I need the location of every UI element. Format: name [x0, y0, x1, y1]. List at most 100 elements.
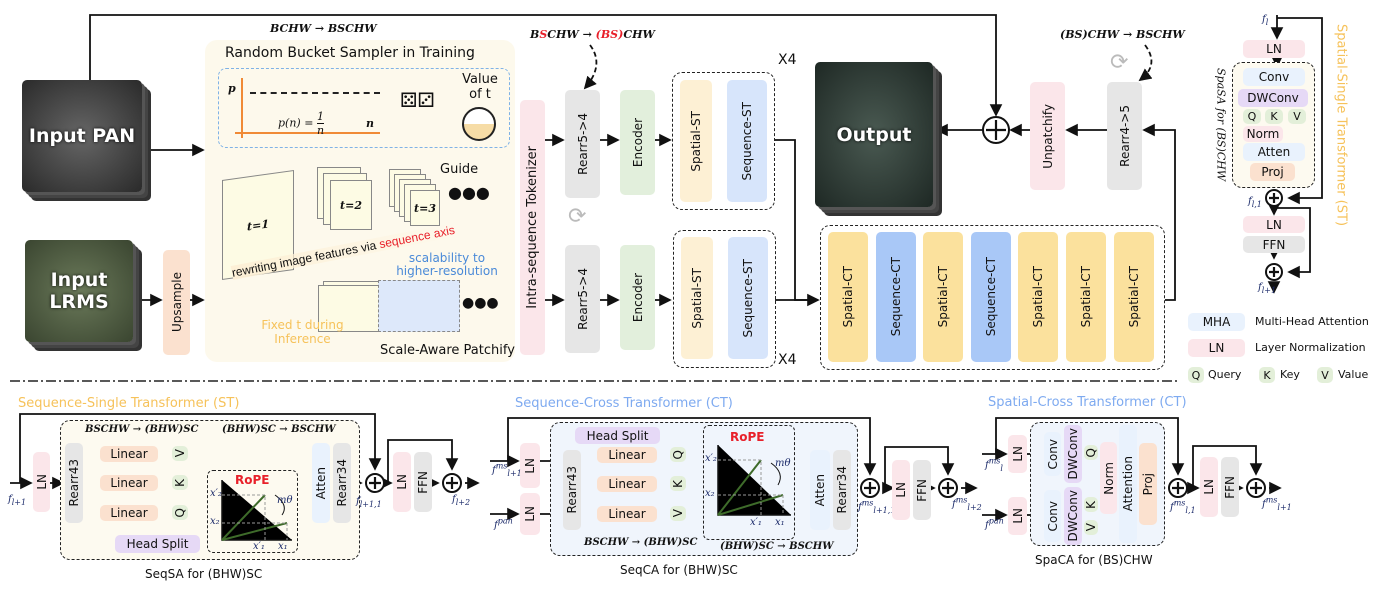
- spa-ct-ln-1: LN: [1008, 435, 1027, 473]
- st-dwconv: DWConv: [1238, 89, 1308, 107]
- seq-st-ln-1: LN: [33, 452, 50, 512]
- spa-ct-ffn: FFN: [1221, 457, 1239, 517]
- st-atten: Atten: [1243, 143, 1305, 161]
- st-group-top: [672, 72, 775, 210]
- x1: x₁: [278, 541, 288, 552]
- rope-vector-plot: [221, 480, 292, 541]
- inference-patches: [318, 285, 380, 332]
- spa-ct-f-pan: fpan: [985, 516, 1004, 531]
- seq-ct-linear-k: Linear: [597, 476, 657, 492]
- seq-ct-linear-q: Linear: [597, 447, 657, 463]
- guide-label: Guide: [440, 162, 479, 177]
- legend-k-label: Key: [1280, 368, 1300, 381]
- legend-mha-key: MHA: [1188, 313, 1245, 331]
- x2: x₂: [210, 516, 220, 527]
- seq-ct-ln-2: LN: [520, 493, 540, 535]
- output-label: Output: [836, 123, 912, 146]
- st-v: V: [1288, 109, 1306, 124]
- x2p: x′₂: [210, 488, 222, 499]
- seq-ct-rope-box: [703, 425, 795, 540]
- rearr54-top: Rearr5->4: [565, 90, 600, 198]
- legend-q-key: Q: [1188, 367, 1204, 383]
- seq-ct-v: V: [670, 506, 686, 521]
- ct-block-1: Spatial-CT: [828, 232, 868, 362]
- seq-ct-shape-a: BSCHW → (BHW)SC: [584, 537, 698, 548]
- input-lrms-label: Input LRMS: [49, 269, 109, 313]
- seq-ct-shape-b: (BHW)SC → BSCHW: [720, 541, 834, 552]
- cycle-icon-2: ⟳: [1110, 50, 1129, 75]
- st-f-out: fl+1: [1258, 282, 1277, 295]
- timer-icon: [462, 107, 496, 141]
- mtheta-2: mθ: [775, 458, 791, 469]
- ct-block-5: Spatial-CT: [1018, 232, 1058, 362]
- dice-icon: ⚄⚂: [400, 88, 435, 112]
- rearr-shape-label: BSCHW → (BS)CHW: [530, 28, 655, 41]
- seq-st-rope-box: [207, 470, 298, 553]
- spa-ct-f-out: fmsl+1: [1262, 495, 1292, 512]
- p-axis: [241, 78, 243, 138]
- mtheta: mθ: [277, 495, 293, 506]
- spa-ct-title: Spatial-Cross Transformer (CT): [988, 395, 1187, 410]
- ct-block-3: Spatial-CT: [923, 232, 963, 362]
- st-norm: Norm: [1243, 126, 1283, 142]
- seq-st-f-in: fl+1: [8, 494, 27, 507]
- seq-ct-f-pan: fpan: [494, 516, 513, 531]
- repeat-x4-bottom: X4: [778, 352, 797, 368]
- seq-ct-atten: Atten: [810, 450, 830, 530]
- spatial-st-bottom: Spatial-ST: [681, 237, 713, 359]
- sampler-title: Random Bucket Sampler in Training: [225, 45, 475, 61]
- repeat-x4-top: X4: [778, 52, 797, 68]
- sampler-box: [218, 68, 510, 148]
- seq-ct-f-out: fmsl+2: [952, 495, 982, 512]
- spa-ct-ln-3: LN: [1200, 457, 1218, 517]
- p-label: p: [228, 82, 236, 95]
- intra-sequence-tokenizer: Intra-sequence Tokenizer: [520, 100, 545, 355]
- patch-t3: t=3: [410, 190, 440, 226]
- seq-st-atten: Atten: [312, 443, 330, 523]
- seq-st-v: V: [172, 446, 188, 461]
- legend-ln-label: Layer Normalization: [1255, 341, 1366, 354]
- st-f-in: fl: [1262, 14, 1269, 27]
- spa-ct-ln-2: LN: [1008, 497, 1027, 535]
- seq-st-linear-v: Linear: [100, 446, 158, 462]
- seq-st-linear-q: Linear: [100, 505, 158, 521]
- seq-ct-rope-label: RoPE: [730, 430, 765, 444]
- scalability-label: scalability to higher-resolution: [396, 251, 498, 278]
- seq-ct-ln-1: LN: [520, 443, 540, 488]
- rearr45-block: Rearr4->5: [1107, 82, 1142, 190]
- seq-st-shape-b: (BHW)SC → BSCHW: [222, 424, 336, 435]
- spaca-caption: SpaCA for (BS)CHW: [1035, 553, 1153, 567]
- seq-st-ffn: FFN: [414, 452, 432, 512]
- unpatchify-block: Unpatchify: [1030, 82, 1065, 190]
- n-axis: [235, 132, 380, 134]
- spasa-side-label: SpaSA for (BS)CHW: [1214, 68, 1228, 182]
- x2-2: x₂: [705, 488, 715, 499]
- legend-q-label: Query: [1208, 368, 1242, 381]
- seq-ct-linear-v: Linear: [597, 506, 657, 522]
- legend-v-key: V: [1317, 367, 1333, 383]
- seq-ct-rearr34: Rearr34: [833, 450, 851, 530]
- seq-ct-q: Q: [670, 447, 686, 462]
- encoder-top: Encoder: [620, 90, 655, 195]
- spa-ct-f-mid: fmsl,1: [1170, 498, 1196, 515]
- output-image: Output: [815, 62, 933, 207]
- spa-ct-q: Q: [1084, 445, 1098, 460]
- seqsa-caption: SeqSA for (BHW)SC: [145, 567, 263, 581]
- seq-ct-ln-3: LN: [892, 460, 910, 520]
- rearr54-bottom: Rearr5->4: [565, 245, 600, 353]
- cycle-icon: ⟳: [568, 204, 587, 229]
- rope-vector-plot-2: [717, 445, 791, 516]
- ct-block-4: Sequence-CT: [971, 232, 1011, 362]
- st-ln-1: LN: [1243, 40, 1305, 58]
- uniform-line: [250, 92, 380, 94]
- spa-ct-conv-2: Conv: [1044, 490, 1061, 542]
- seq-st-rope-label: RoPE: [235, 473, 270, 487]
- seq-ct-f-ms: fmsl+1: [492, 461, 522, 478]
- st-conv: Conv: [1243, 68, 1305, 86]
- sequence-st-bottom: Sequence-ST: [728, 237, 768, 359]
- seq-ct-k: K: [670, 476, 686, 491]
- rearr-back-shape-label: (BS)CHW → BSCHW: [1060, 28, 1185, 41]
- legend-ln-key: LN: [1188, 339, 1245, 357]
